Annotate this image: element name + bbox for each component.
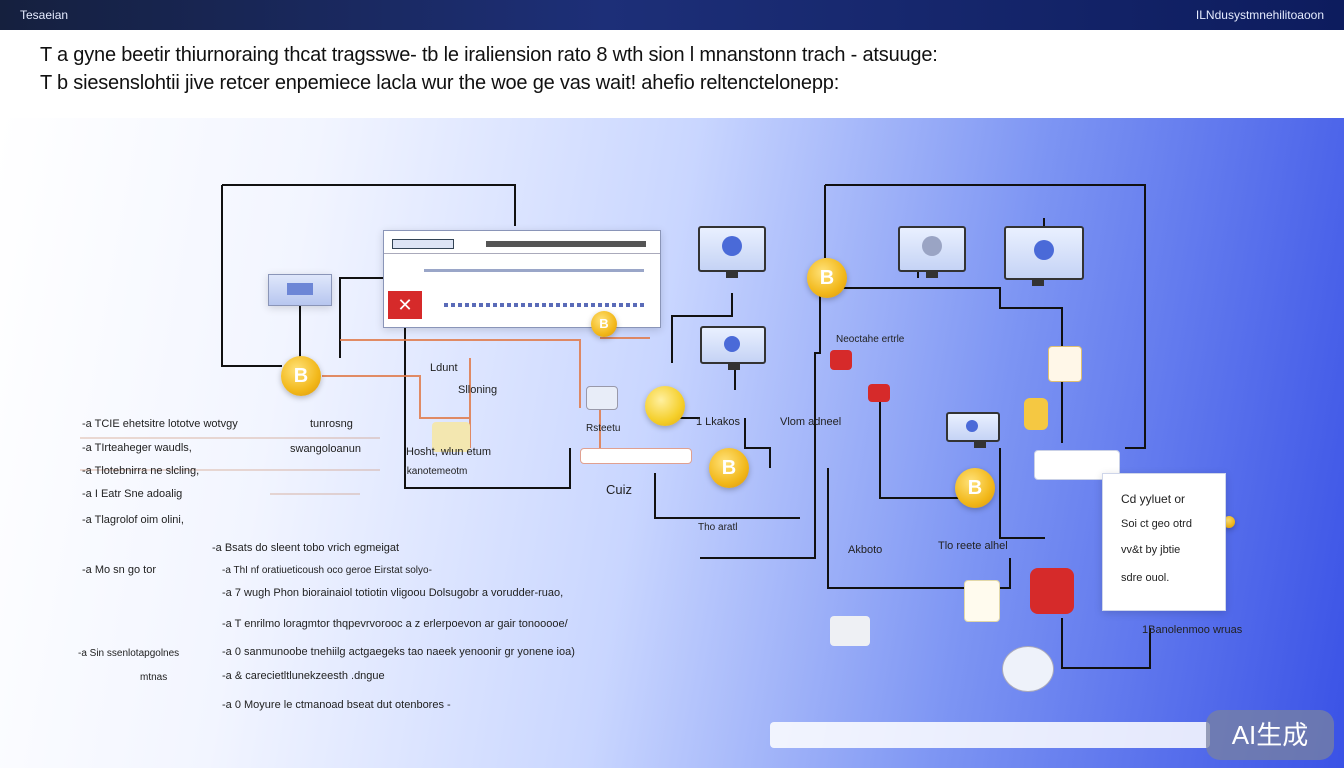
document-icon — [1048, 346, 1082, 382]
node-label: Tlo reete alhel — [938, 540, 1008, 552]
coin-icon — [645, 386, 685, 426]
node-label: 1Banolenmoo wruas — [1142, 624, 1243, 636]
title-bar-right: ILNdusystmnehilitoaoon — [1195, 8, 1324, 22]
coin-icon — [1223, 516, 1235, 528]
node-label: Ikanotemeotm — [404, 466, 468, 477]
list-item: -a T enrilmo loragmtor thqpevrvorooc a z… — [222, 618, 568, 630]
monitor-icon — [1004, 226, 1084, 286]
node-label: Tho aratl — [698, 522, 738, 533]
info-line: Cd yyluet or — [1121, 492, 1186, 506]
monitor-icon — [898, 226, 966, 278]
watermark: AI生成 — [1206, 710, 1334, 760]
router-icon — [830, 616, 870, 646]
info-line: vv&t by jbtie — [1121, 544, 1181, 556]
header-line-1: T a gyne beetir thiurnoraing thcat trags… — [40, 44, 938, 66]
robot-icon — [1030, 568, 1074, 614]
checkmark-icon — [432, 422, 470, 452]
list-item: -a TCIE ehetsitre lototve wotvgy — [82, 418, 238, 430]
node-label: Akboto — [848, 544, 883, 556]
monitor-icon — [946, 412, 1000, 448]
callout: swangoloanun — [290, 443, 361, 455]
node-label: 1 Lkakos — [696, 416, 741, 428]
info-line: Soi ct geo otrd — [1121, 518, 1192, 530]
list-item: -a Sin ssenlotapgolnes — [78, 648, 180, 659]
progress-strip — [580, 448, 692, 464]
list-item: -a 7 wugh Phon biorainaiol totiotin vlig… — [222, 587, 564, 599]
footer-strip — [770, 722, 1210, 748]
coin-icon: B — [955, 468, 995, 508]
list-item: -a 0 sanmunoobe tnehiilg actgaegeks tao … — [222, 646, 575, 658]
card-icon — [1034, 450, 1120, 480]
diagram-canvas: ✕ B B B B B Cd yyluet or Soi ct geo otrd… — [0, 118, 1344, 768]
alert-icon — [868, 384, 890, 402]
node-label: Vlom adneel — [780, 416, 842, 428]
browser-window[interactable]: ✕ — [383, 230, 661, 328]
list-item: -a Tlotebnirra ne slcling, — [82, 465, 200, 477]
list-item: mtnas — [140, 672, 168, 683]
address-pill — [392, 239, 454, 249]
connector-lines — [80, 184, 1151, 669]
title-bar-left: Tesaeian — [20, 8, 69, 22]
list-item: -a 0 Moyure le ctmanoad bseat dut otenbo… — [222, 699, 451, 711]
title-bar-strip — [486, 241, 646, 247]
node-label: Slloning — [458, 384, 498, 396]
coin-icon: B — [807, 258, 847, 298]
coin-icon: B — [591, 311, 617, 337]
coin-icon: B — [281, 356, 321, 396]
header: T a gyne beetir thiurnoraing thcat trags… — [0, 30, 1344, 118]
lightbulb-icon — [1024, 398, 1048, 430]
gear-icon — [586, 386, 618, 410]
node-label: Ldunt — [430, 362, 458, 374]
document-icon — [964, 580, 1000, 622]
node-label: Rsteetu — [586, 423, 621, 434]
node-label: Hosht, wlun etum — [406, 446, 491, 458]
monitor-icon — [700, 326, 766, 370]
info-line: sdre ouol. — [1121, 572, 1170, 584]
close-icon[interactable]: ✕ — [388, 291, 422, 319]
title-bar: Tesaeian ILNdusystmnehilitoaoon — [0, 0, 1344, 30]
list-item: -a Mo sn go tor — [82, 564, 156, 576]
image-thumbnail — [268, 274, 332, 306]
info-panel: Cd yyluet or Soi ct geo otrd vv&t by jbt… — [1102, 473, 1226, 611]
list-item: -a ThI nf oratiueticoush oco geroe Eirst… — [222, 565, 432, 576]
node-label: Cuiz — [606, 482, 633, 497]
monitor-icon — [698, 226, 766, 278]
header-line-2: T b siesenslohtii jive retcer enpemiece … — [40, 72, 840, 94]
node-label: Neoctahe ertrle — [836, 334, 905, 345]
globe-icon — [1002, 646, 1054, 692]
list-item: -a TIrteaheger waudls, — [82, 442, 192, 454]
alert-icon — [830, 350, 852, 370]
list-item: -a & carecietltlunekzeesth .dngue — [222, 670, 385, 682]
list-item: -a I Eatr Sne adoalig — [82, 488, 183, 500]
callout: tunrosng — [310, 418, 353, 430]
list-item: -a Bsats do sleent tobo vrich egmeigat — [212, 542, 400, 554]
list-item: -a Tlagrolof oim olini, — [82, 514, 184, 526]
coin-icon: B — [709, 448, 749, 488]
